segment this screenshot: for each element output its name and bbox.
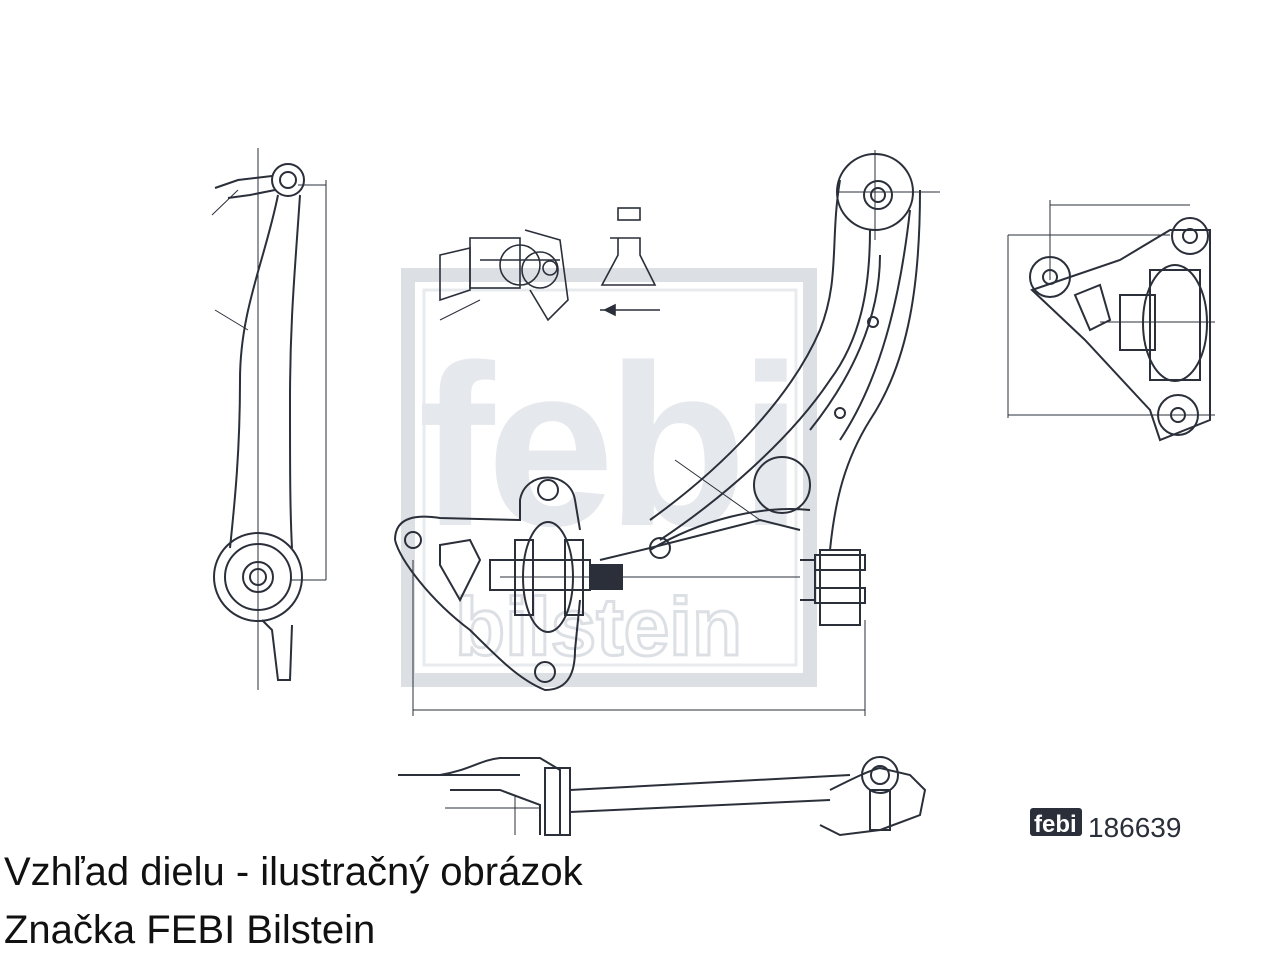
febi-logo-text: febi	[1034, 811, 1077, 838]
watermark-logo: febi bilstein	[401, 268, 817, 687]
ball-joint-detail	[439, 229, 569, 322]
caption-illustration-note: Vzhľad dielu - ilustračný obrázok	[4, 850, 583, 894]
bottom-view-arm	[398, 756, 927, 837]
part-number: 186639	[1088, 812, 1181, 840]
bushing-view	[1007, 200, 1215, 442]
side-view-arm	[211, 148, 327, 690]
caption-area: Vzhľad dielu - ilustračný obrázok Značka…	[0, 840, 1280, 960]
febi-logo-box	[1030, 808, 1082, 836]
caption-brand: Značka FEBI Bilstein	[4, 908, 376, 952]
watermark-sub-text: bilstein	[455, 582, 742, 673]
nut-detail	[600, 207, 660, 317]
technical-drawing: febi bilstein	[211, 148, 1215, 840]
main-view-arm	[394, 150, 940, 716]
brand-label: febi 186639	[1030, 808, 1181, 840]
